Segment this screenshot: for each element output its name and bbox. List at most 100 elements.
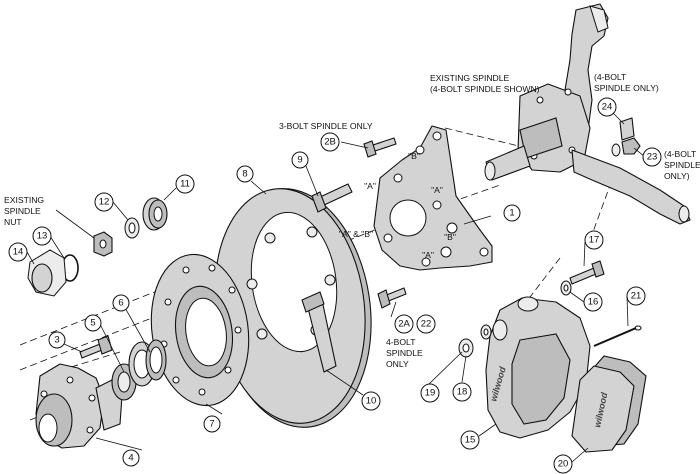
callout-19: 19: [420, 383, 440, 403]
callout-23: 23: [642, 147, 662, 167]
svg-text:(4-BOLT: (4-BOLT: [594, 72, 627, 82]
mark-a-bottom: "A": [422, 250, 434, 260]
callout-16: 16: [583, 292, 603, 312]
callout-22-label: 22: [421, 319, 432, 330]
callout-2b-label: 2B: [324, 137, 336, 148]
callout-7: 7: [203, 415, 221, 433]
spindle-bolt-24: [619, 117, 635, 141]
caliper-bracket: [373, 125, 493, 271]
callout-5: 5: [84, 314, 102, 332]
callout-12-label: 12: [99, 197, 110, 208]
callout-20-label: 20: [558, 459, 569, 470]
spindle-nut: [93, 231, 113, 257]
washer-16: [560, 280, 572, 296]
svg-text:(4-BOLT SPINDLE SHOWN): (4-BOLT SPINDLE SHOWN): [430, 84, 540, 94]
washer-19: [458, 338, 474, 358]
callout-18-label: 18: [457, 387, 468, 398]
callout-15-label: 15: [465, 435, 476, 446]
callout-13: 13: [32, 226, 52, 246]
callout-14: 14: [8, 242, 28, 262]
svg-text:3-BOLT SPINDLE ONLY: 3-BOLT SPINDLE ONLY: [279, 121, 373, 131]
pad-retainer-pin-21: [593, 325, 642, 347]
note-four-bolt-only-top: (4-BOLT SPINDLE ONLY): [594, 72, 659, 93]
callout-17: 17: [584, 230, 604, 250]
bracket-hole-marks: "B" "A" "A" "A" & "B" "B" "A": [339, 151, 456, 260]
svg-text:SPINDLE: SPINDLE: [386, 348, 423, 358]
callout-10: 10: [361, 391, 381, 411]
mark-a-left: "A": [364, 181, 376, 191]
mark-a-and-b: "A" & "B": [339, 229, 373, 239]
svg-text:ONLY: ONLY: [386, 359, 409, 369]
three-bolt-spindle-bolt: [363, 137, 397, 158]
bracket-bolt-upper: [311, 183, 353, 213]
callout-24-label: 24: [602, 102, 613, 113]
caliper-bolt-17: [569, 260, 605, 285]
callout-19-label: 19: [425, 388, 436, 399]
callout-17-label: 17: [589, 235, 600, 246]
callout-10-label: 10: [366, 396, 377, 407]
svg-text:SPINDLE: SPINDLE: [4, 206, 41, 216]
callout-3-label: 3: [54, 335, 59, 346]
callout-16-label: 16: [588, 297, 599, 308]
callout-24: 24: [597, 97, 617, 117]
spindle-nut-23: [611, 137, 641, 157]
wheel-hub: [35, 363, 123, 449]
callout-21-label: 21: [631, 291, 642, 302]
grease-seal: [145, 339, 167, 381]
four-bolt-spindle-bolt: [377, 287, 407, 309]
svg-text:NUT: NUT: [4, 217, 22, 227]
callout-8-label: 8: [242, 169, 247, 180]
callout-1: 1: [503, 204, 521, 222]
callout-15: 15: [460, 430, 480, 450]
callout-4-label: 4: [128, 453, 133, 464]
rotor-bolt: [301, 291, 337, 373]
wheel-stud: [79, 335, 113, 359]
callout-6-label: 6: [118, 298, 123, 309]
callout-2a-label: 2A: [398, 319, 410, 330]
callout-22: 22: [416, 314, 436, 334]
mark-a-right: "A": [431, 185, 443, 195]
callout-23-label: 23: [647, 152, 658, 163]
callout-14-label: 14: [13, 247, 24, 258]
spindle-washer: [124, 217, 140, 239]
callout-1-label: 1: [509, 208, 514, 219]
dust-cap: [27, 249, 67, 297]
callout-11: 11: [175, 174, 195, 194]
callout-9: 9: [291, 151, 309, 169]
rotor-hat: [150, 253, 250, 407]
mark-b-top: "B": [408, 151, 420, 161]
outer-bearing: [142, 197, 168, 231]
callout-8: 8: [236, 165, 254, 183]
svg-text:EXISTING: EXISTING: [4, 195, 44, 205]
leader-lines: [26, 106, 646, 463]
existing-spindle: [484, 3, 691, 225]
note-three-bolt-only: 3-BOLT SPINDLE ONLY: [279, 121, 373, 131]
callout-7-label: 7: [209, 419, 214, 430]
callout-12: 12: [94, 192, 114, 212]
note-four-bolt-only-lower: 4-BOLT SPINDLE ONLY: [386, 337, 423, 369]
svg-text:SPINDLE ONLY): SPINDLE ONLY): [594, 83, 659, 93]
svg-text:4-BOLT: 4-BOLT: [386, 337, 416, 347]
callout-3: 3: [48, 331, 66, 349]
note-four-bolt-only-right: (4-BOLT SPINDLE ONLY): [664, 149, 700, 181]
callout-21: 21: [626, 286, 646, 306]
callout-2a: 2A: [394, 314, 414, 334]
note-existing-spindle: EXISTING SPINDLE (4-BOLT SPINDLE SHOWN): [430, 73, 540, 94]
callout-5-label: 5: [90, 318, 95, 329]
mark-b-lower: "B": [444, 232, 456, 242]
callout-2b: 2B: [320, 132, 340, 152]
svg-text:EXISTING SPINDLE: EXISTING SPINDLE: [430, 73, 510, 83]
svg-text:(4-BOLT: (4-BOLT: [664, 149, 697, 159]
callout-11-label: 11: [180, 179, 190, 190]
callout-13-label: 13: [37, 231, 48, 242]
callout-4: 4: [122, 449, 140, 467]
svg-text:SPINDLE: SPINDLE: [664, 160, 700, 170]
note-existing-spindle-nut: EXISTING SPINDLE NUT: [4, 195, 44, 227]
brake-caliper: wilwood: [485, 296, 591, 439]
callout-6: 6: [112, 294, 130, 312]
svg-text:ONLY): ONLY): [664, 171, 690, 181]
brake-pads: wilwood: [571, 355, 647, 453]
callout-18: 18: [452, 382, 472, 402]
